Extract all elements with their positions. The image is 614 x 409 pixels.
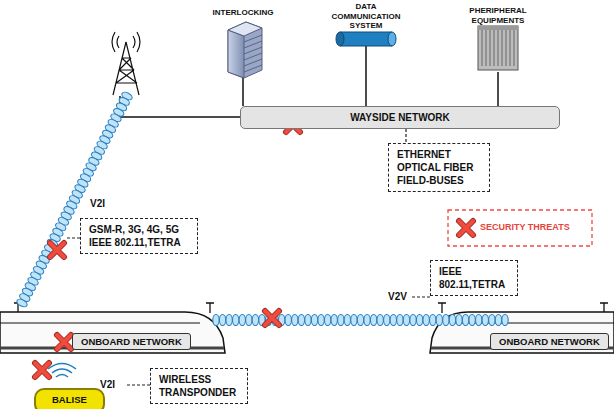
wireless-symbol [48, 364, 76, 378]
node-text: WAYSIDE NETWORK [249, 111, 551, 124]
antenna-tower [112, 32, 140, 95]
network-box: ONBOARD NETWORK [490, 333, 609, 350]
callout-box: IEEE 802.11,TETRA [430, 260, 518, 296]
network-bar: WAYSIDE NETWORK [240, 106, 560, 129]
node-text: WIRELESS TRANSPONDER [159, 373, 239, 399]
network-box: ONBOARD NETWORK [72, 333, 191, 350]
train [430, 303, 614, 353]
icon-label: DATA COMMUNICATION SYSTEM [325, 2, 407, 31]
link-label: V2I [100, 379, 115, 391]
node-text: ETHERNET OPTICAL FIBER FIELD-BUSES [397, 148, 481, 187]
callout-box: GSM-R, 3G, 4G, 5G IEEE 802.11,TETRA [80, 218, 198, 254]
legend-text: SECURITY THREATS [480, 222, 570, 232]
callout-box: WIRELESS TRANSPONDER [150, 368, 248, 404]
node-text: ONBOARD NETWORK [81, 335, 182, 348]
train [0, 303, 225, 353]
icon-label: PHERIPHERAL EQUIPMENTS [462, 6, 534, 25]
link-label: V2I [90, 198, 105, 210]
node-text: BALISE [52, 393, 87, 406]
node-text: GSM-R, 3G, 4G, 5G IEEE 802.11,TETRA [89, 223, 189, 249]
callout-box: ETHERNET OPTICAL FIBER FIELD-BUSES [388, 143, 490, 192]
leader-connector [405, 129, 406, 143]
database-cylinder [336, 32, 396, 46]
equipment-rack [478, 26, 518, 70]
balise-tag: BALISE [34, 388, 105, 409]
icon-label: INTERLOCKING [198, 8, 288, 18]
server-icon [228, 22, 262, 78]
link-label: V2V [388, 291, 407, 303]
node-text: IEEE 802.11,TETRA [439, 265, 509, 291]
node-text: ONBOARD NETWORK [499, 335, 600, 348]
